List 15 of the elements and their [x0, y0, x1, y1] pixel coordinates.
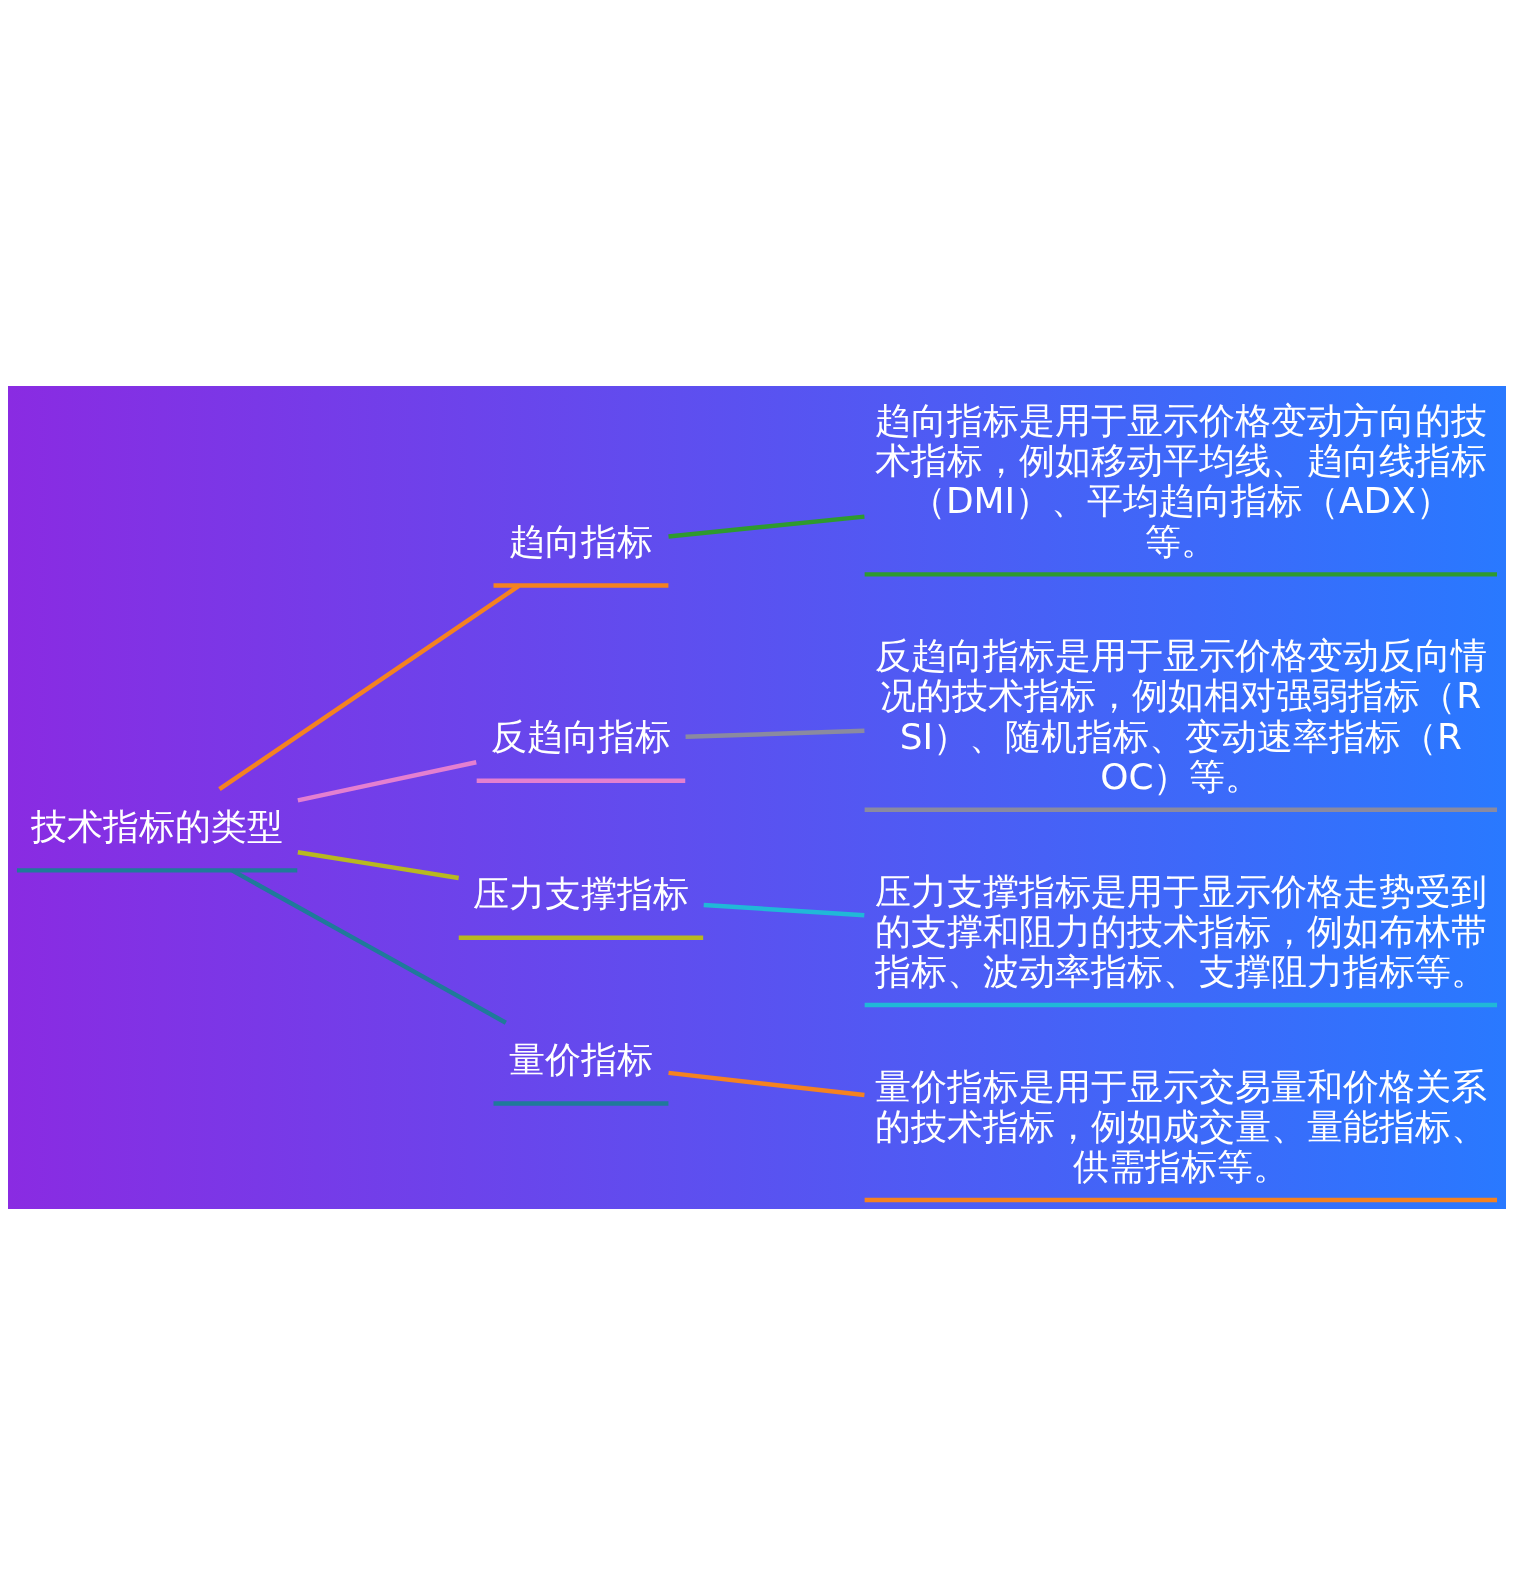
connector [703, 902, 865, 918]
node-text: 量价指标 [508, 1038, 653, 1080]
node-text: 技术指标的类型 [31, 805, 284, 847]
node-text: 压力支撑指标 [472, 872, 689, 914]
node-text: 反趋向指标 [490, 715, 671, 757]
connector [297, 849, 460, 880]
node-text: 反趋向指标是用于显示价格变动反向情况的技术指标，例如相对强弱指标（RSI）、随机指标、变动速率指标（ROC）等。 [874, 634, 1487, 797]
node-text: 量价指标是用于显示交易量和价格关系的技术指标，例如成交量、量能指标、供需指标等。 [874, 1065, 1487, 1187]
connector [668, 1070, 865, 1097]
node-text: 压力支撑指标是用于显示价格走势受到的支撑和阻力的技术指标，例如布林带指标、波动率指标、支撑阻力指标等。 [874, 870, 1487, 992]
node-text: 趋向指标 [508, 520, 653, 562]
connector [668, 513, 865, 539]
connector [297, 759, 477, 803]
connector [685, 728, 865, 739]
node-text: 趋向指标是用于显示价格变动方向的技术指标，例如移动平均线、趋向线指标（DMI）、平均趋向指标（ADX）等。 [874, 399, 1487, 562]
